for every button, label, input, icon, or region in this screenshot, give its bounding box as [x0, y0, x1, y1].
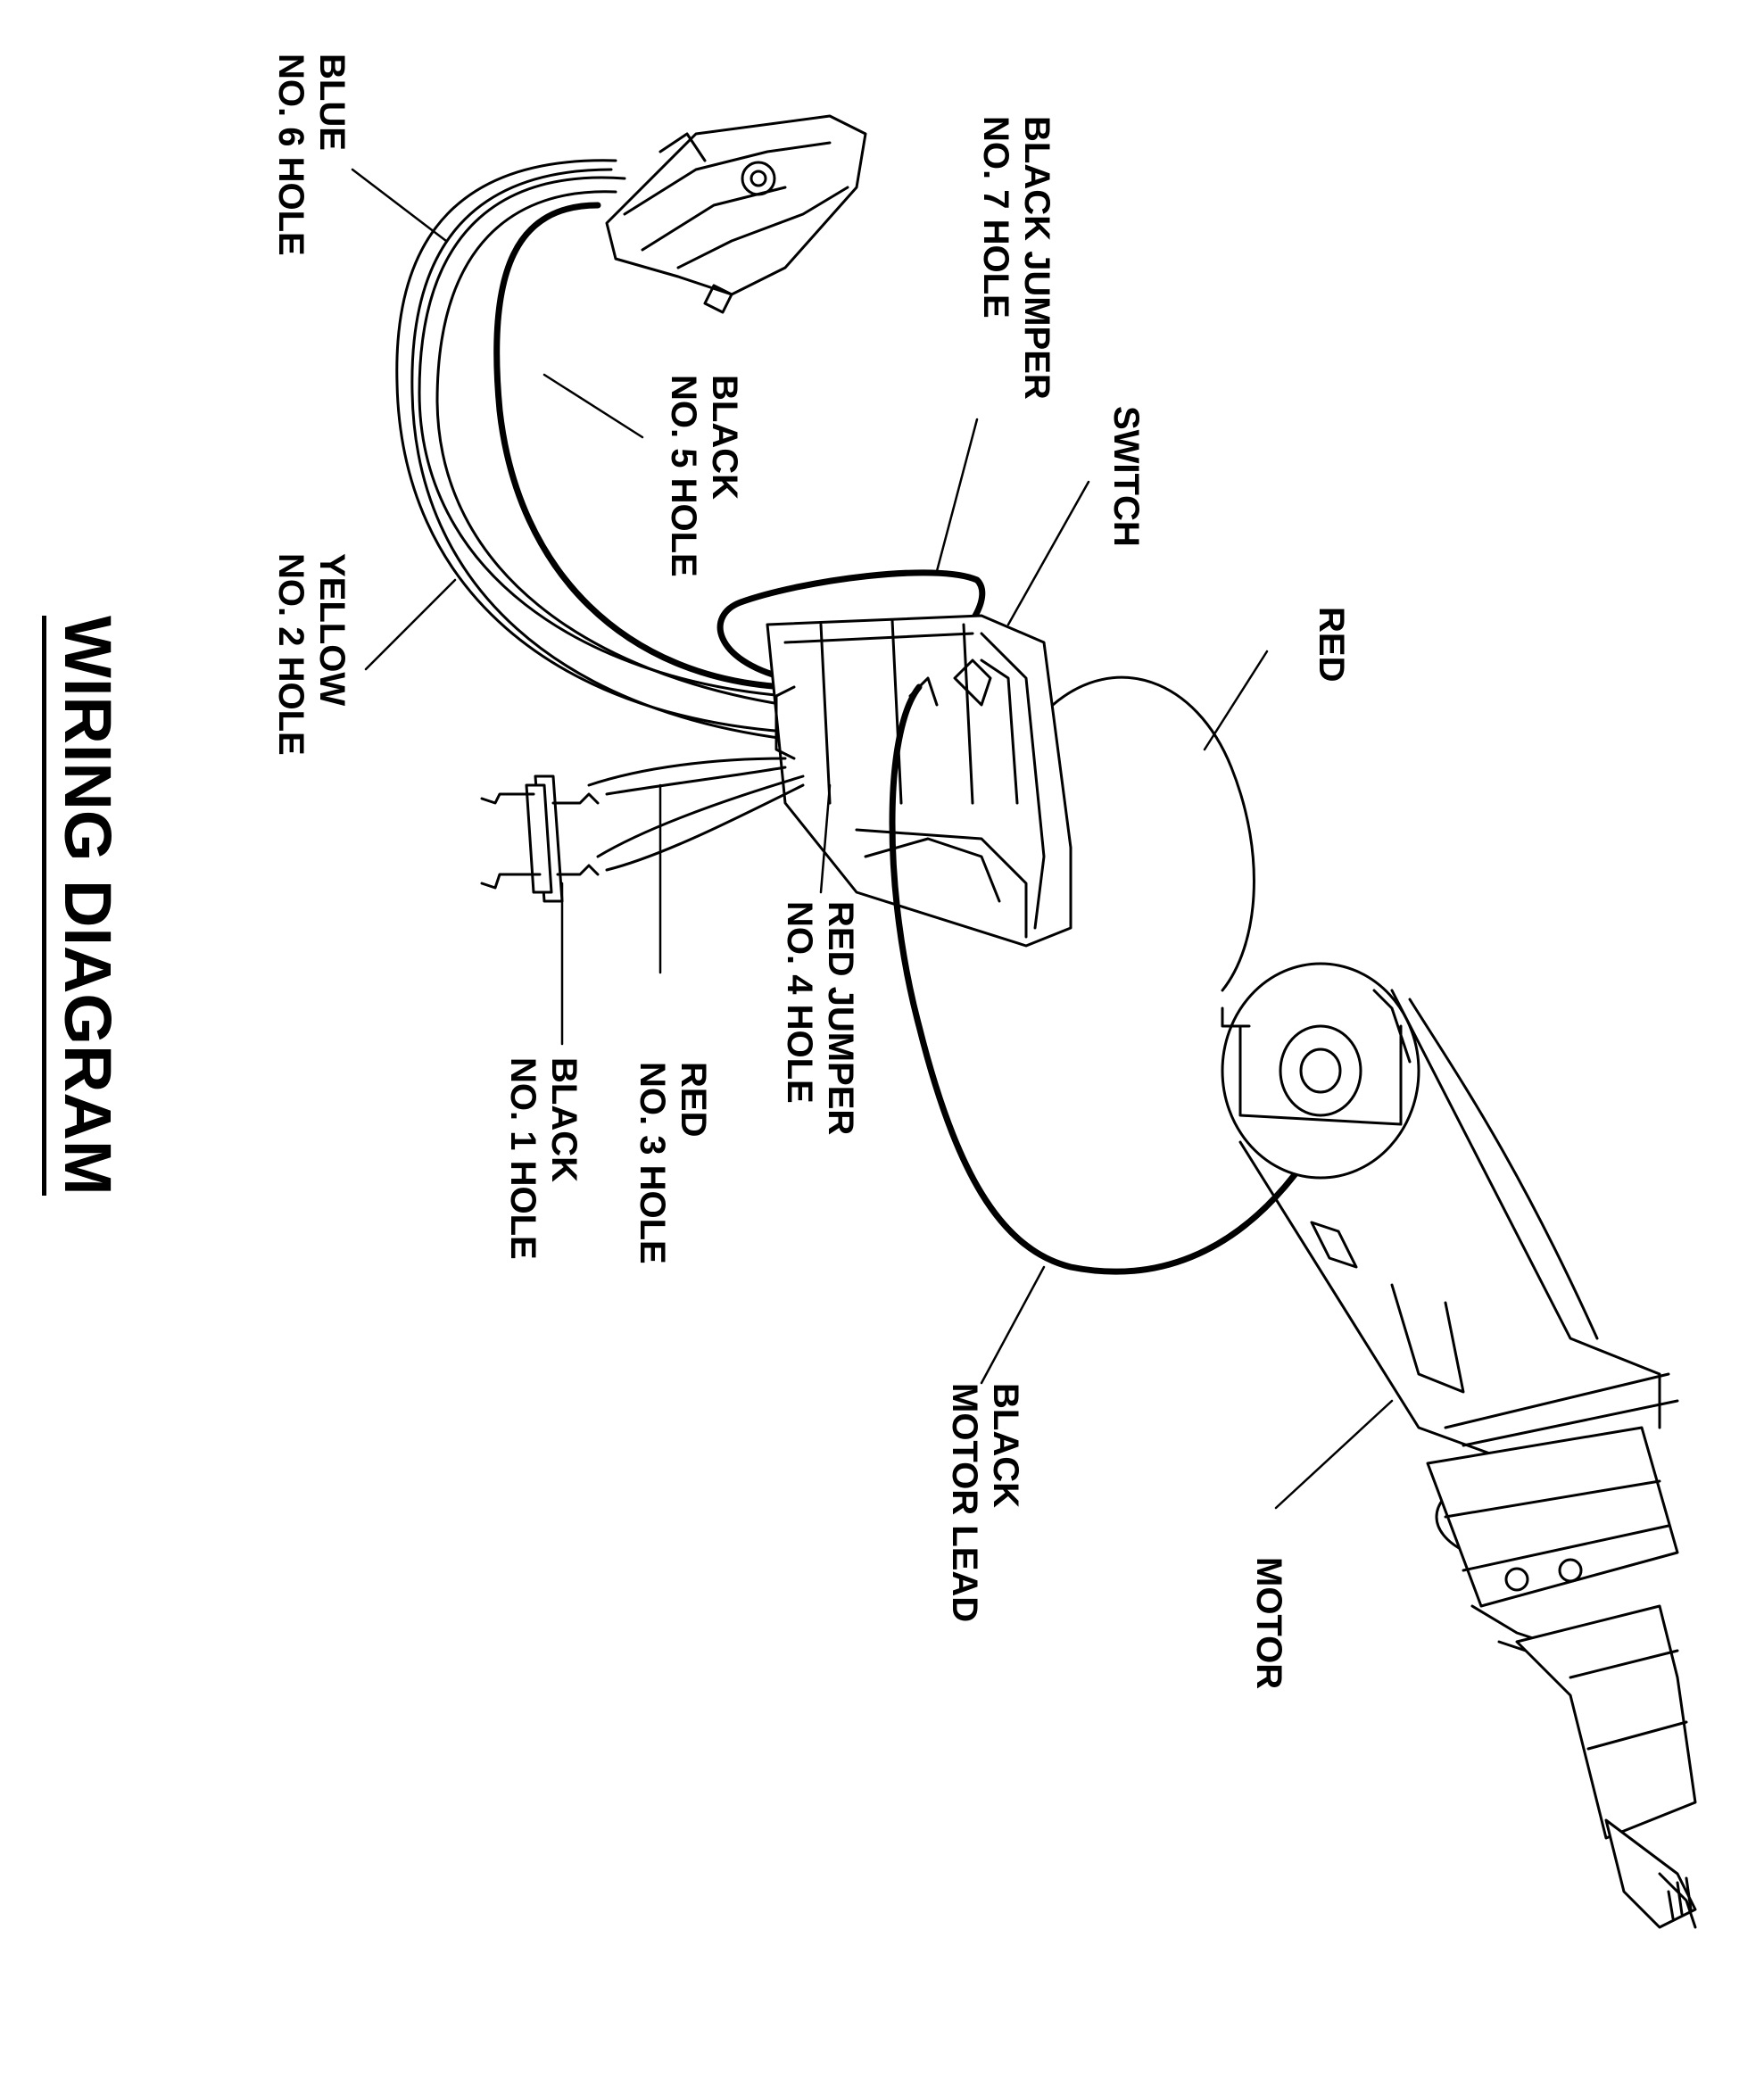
label-black-1-line2: NO. 1 HOLE [503, 1057, 542, 1260]
label-black-5-line2: NO. 5 HOLE [664, 375, 703, 577]
page-title: WIRING DIAGRAM [42, 616, 125, 1196]
label-red-3-line1: RED [674, 1062, 713, 1138]
label-red-3-line2: NO. 3 HOLE [633, 1062, 672, 1264]
leader-black-5 [542, 373, 644, 439]
label-black-motor-lead: BLACK MOTOR LEAD [944, 1383, 1026, 1622]
label-blue: BLUE NO. 6 HOLE [270, 54, 352, 256]
leader-red-jumper [819, 783, 832, 894]
label-red-motor-line1: RED [1312, 607, 1351, 683]
label-yellow-line2: NO. 2 HOLE [271, 553, 311, 756]
leader-blue [351, 168, 448, 243]
label-red-3: RED NO. 3 HOLE [632, 1062, 714, 1264]
label-black-1-line1: BLACK [544, 1057, 584, 1182]
label-yellow-line1: YELLOW [312, 553, 352, 707]
label-motor: MOTOR [1248, 1557, 1289, 1689]
label-black-5-line1: BLACK [705, 375, 744, 500]
red-motor-wire [1051, 675, 1255, 992]
label-black-1: BLACK NO. 1 HOLE [502, 1057, 584, 1260]
label-black-motor-lead-line2: MOTOR LEAD [945, 1383, 984, 1623]
battery-terminal-connector [605, 114, 867, 314]
label-blue-line2: NO. 6 HOLE [271, 54, 311, 256]
label-red-jumper-line1: RED JUMPER [821, 901, 860, 1136]
label-red-jumper: RED JUMPER NO. 4 HOLE [779, 901, 861, 1135]
label-yellow: YELLOW NO. 2 HOLE [270, 553, 352, 756]
label-red-jumper-line2: NO. 4 HOLE [780, 901, 819, 1104]
label-black-5: BLACK NO. 5 HOLE [663, 375, 745, 577]
label-black-jumper-line1: BLACK JUMPER [1017, 116, 1056, 400]
label-red-motor: RED [1311, 607, 1352, 682]
hole-terminals [480, 774, 600, 903]
label-switch-line1: SWITCH [1106, 406, 1146, 547]
label-black-jumper-line2: NO. 7 HOLE [976, 116, 1015, 319]
label-blue-line1: BLUE [312, 54, 352, 151]
label-motor-line1: MOTOR [1249, 1557, 1288, 1690]
black-jumper-wire [716, 569, 986, 682]
leader-black-motor-lead [980, 1265, 1046, 1385]
label-black-motor-lead-line1: BLACK [986, 1383, 1025, 1508]
switch-body [766, 614, 1072, 948]
leader-motor [1274, 1399, 1394, 1510]
leader-yellow [364, 578, 457, 671]
motor [1221, 962, 1697, 1929]
leader-black-jumper [935, 418, 979, 573]
label-black-jumper: BLACK JUMPER NO. 7 HOLE [975, 116, 1057, 400]
yellow-wire [395, 159, 787, 741]
leader-switch [1006, 480, 1090, 626]
leader-lines [351, 168, 1394, 1510]
hole-lead-wires [587, 757, 805, 872]
blue-wire [418, 176, 787, 707]
black-wire-5 [493, 202, 789, 691]
label-switch: SWITCH [1106, 406, 1147, 547]
leader-red [1203, 650, 1269, 751]
